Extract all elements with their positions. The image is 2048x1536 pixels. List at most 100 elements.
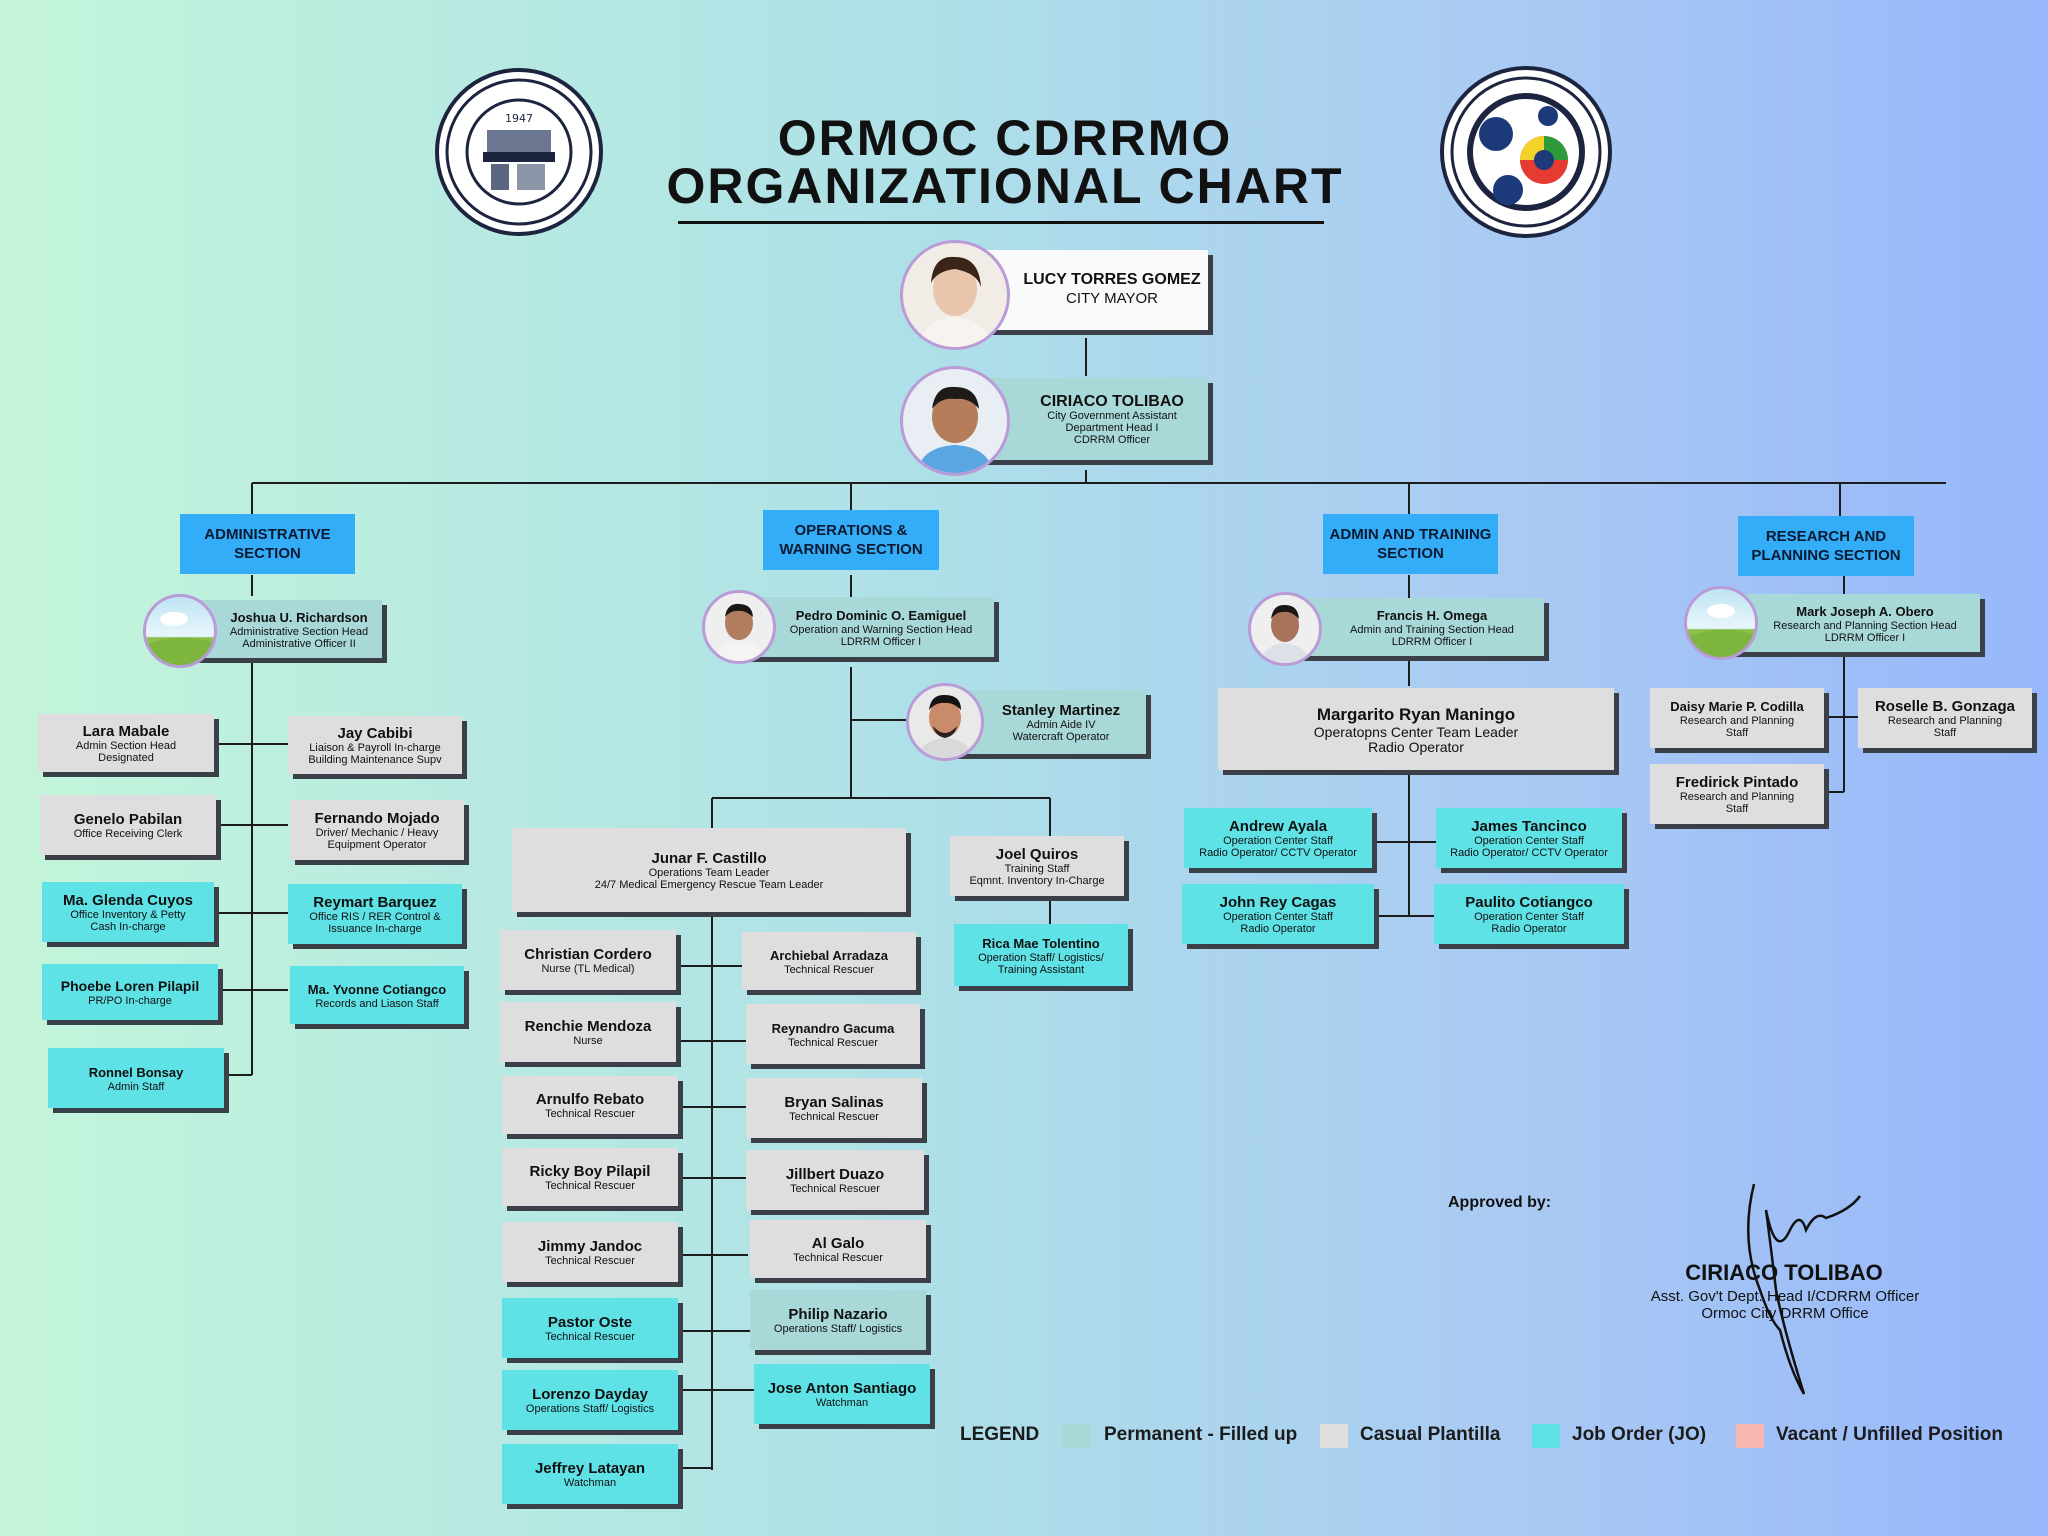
admin-head-role-2: Administrative Officer II: [242, 637, 356, 650]
legend-swatch-casual: [1320, 1424, 1348, 1448]
staff-name: Jeffrey Latayan: [534, 1459, 646, 1477]
staff-al-galo: Al Galo Technical Rescuer: [750, 1220, 926, 1278]
legend-vacant-label: Vacant / Unfilled Position: [1776, 1424, 2003, 1445]
staff-name: Fredirick Pintado: [1675, 773, 1799, 791]
staff-name: Genelo Pabilan: [73, 810, 183, 828]
staff-role: Staff: [1933, 726, 1957, 739]
title-line-1: ORMOC CDRRMO: [777, 110, 1233, 166]
portrait-icon: [917, 386, 993, 473]
staff-name: Reymart Barquez: [313, 893, 437, 911]
ops-head-name: Pedro Dominic O. Eamiguel: [795, 607, 967, 623]
staff-role: Office Receiving Clerk: [73, 827, 183, 840]
cdrrm-officer-role-2: Department Head I: [1065, 421, 1159, 434]
staff-name: Daisy Marie P. Codilla: [1670, 698, 1804, 714]
stanley-role-1: Admin Aide IV: [1026, 718, 1096, 731]
ops-head-role-1: Operation and Warning Section Head: [789, 623, 973, 636]
staff-jimmy-jandoc: Jimmy Jandoc Technical Rescuer: [502, 1222, 678, 1282]
staff-role: Technical Rescuer: [545, 1107, 635, 1120]
staff-role: Technical Rescuer: [545, 1254, 635, 1267]
svg-text:1947: 1947: [505, 112, 533, 125]
section-research-planning: RESEARCH AND PLANNING SECTION: [1738, 516, 1914, 576]
staff-name: James Tancinco: [1471, 817, 1587, 835]
stanley-role-2: Watercraft Operator: [1012, 730, 1110, 743]
staff-role: Watchman: [563, 1476, 617, 1489]
portrait-icon: [713, 603, 765, 661]
staff-name: Ma. Yvonne Cotiangco: [307, 981, 447, 997]
legend-casual-label: Casual Plantilla: [1360, 1424, 1501, 1445]
staff-jeffrey-latayan: Jeffrey Latayan Watchman: [502, 1444, 678, 1504]
staff-role: Technical Rescuer: [784, 963, 874, 976]
staff-role: Operations Staff/ Logistics: [773, 1322, 903, 1335]
staff-role: Admin Section Head: [75, 739, 177, 752]
staff-philip-nazario: Philip Nazario Operations Staff/ Logisti…: [750, 1290, 926, 1350]
staff-role: Staff: [1725, 726, 1749, 739]
staff-junar-castillo: Junar F. Castillo Operations Team Leader…: [512, 828, 906, 912]
staff-name: Bryan Salinas: [784, 1093, 884, 1111]
staff-name: Rica Mae Tolentino: [982, 935, 1100, 951]
staff-role: Office RIS / RER Control &: [309, 910, 441, 923]
ops-head-photo: [702, 590, 776, 664]
staff-name: Reynandro Gacuma: [771, 1020, 895, 1036]
staff-name: Ricky Boy Pilapil: [529, 1162, 651, 1180]
portrait-icon: [919, 256, 991, 347]
staff-name: Jimmy Jandoc: [537, 1237, 643, 1255]
title-underline: [678, 221, 1324, 224]
cdrrm-officer-role-1: City Government Assistant: [1047, 409, 1177, 422]
staff-role: Technical Rescuer: [790, 1182, 880, 1195]
staff-glenda-cuyos: Ma. Glenda Cuyos Office Inventory & Pett…: [42, 882, 214, 942]
staff-role: Office Inventory & Petty: [70, 908, 186, 921]
staff-roselle-gonzaga: Roselle B. Gonzaga Research and Planning…: [1858, 688, 2032, 748]
staff-fernando-mojado: Fernando Mojado Driver/ Mechanic / Heavy…: [290, 800, 464, 860]
staff-joel-quiros: Joel Quiros Training Staff Eqmnt. Invent…: [950, 836, 1124, 896]
staff-jay-cabibi: Jay Cabibi Liaison & Payroll In-charge B…: [288, 716, 462, 774]
staff-role: Building Maintenance Supv: [308, 753, 442, 766]
staff-name: Roselle B. Gonzaga: [1874, 697, 2016, 715]
research-head-photo: [1684, 586, 1758, 660]
cdrrmo-seal: [1440, 66, 1612, 238]
staff-paulito-cotiangco: Paulito Cotiangco Operation Center Staff…: [1434, 884, 1624, 944]
staff-role: Operation Center Staff: [1223, 834, 1333, 847]
placeholder-landscape-icon: [1687, 604, 1755, 657]
staff-role: Staff: [1725, 802, 1749, 815]
staff-role: Radio Operator/ CCTV Operator: [1199, 846, 1357, 859]
staff-lorenzo-dayday: Lorenzo Dayday Operations Staff/ Logisti…: [502, 1370, 678, 1430]
section-administrative: ADMINISTRATIVE SECTION: [180, 514, 355, 574]
staff-role: Designated: [98, 751, 154, 764]
research-head-role-1: Research and Planning Section Head: [1773, 619, 1957, 632]
staff-name: Fernando Mojado: [314, 809, 440, 827]
staff-lara-mabale: Lara Mabale Admin Section Head Designate…: [38, 714, 214, 772]
training-head-role-1: Admin and Training Section Head: [1350, 623, 1514, 636]
staff-jose-santiago: Jose Anton Santiago Watchman: [754, 1364, 930, 1424]
staff-name: Jay Cabibi: [337, 724, 413, 742]
section-admin-training: ADMIN AND TRAINING SECTION: [1323, 514, 1498, 574]
training-head-role-2: LDRRM Officer I: [1391, 635, 1473, 648]
city-seal: 1947: [435, 68, 603, 236]
mayor-photo: [900, 240, 1010, 350]
staff-renchie-mendoza: Renchie Mendoza Nurse: [500, 1002, 676, 1062]
staff-role: Training Assistant: [997, 963, 1085, 976]
staff-bryan-salinas: Bryan Salinas Technical Rescuer: [746, 1078, 922, 1138]
cdrrm-officer-role-3: CDRRM Officer: [1073, 433, 1151, 446]
admin-head-role-1: Administrative Section Head: [229, 625, 369, 638]
staff-role: Technical Rescuer: [793, 1251, 883, 1264]
staff-ronnel-bonsay: Ronnel Bonsay Admin Staff: [48, 1048, 224, 1108]
stanley-photo: [906, 683, 984, 761]
staff-role: Operation Center Staff: [1474, 834, 1584, 847]
ops-head-role-2: LDRRM Officer I: [840, 635, 922, 648]
staff-role: Radio Operator: [1240, 922, 1316, 935]
approver-title-2: Ormoc City DRRM Office: [1701, 1305, 1869, 1322]
staff-role: Issuance In-charge: [328, 922, 422, 935]
cdrrmo-seal-icon: [1450, 76, 1602, 228]
staff-role: PR/PO In-charge: [88, 994, 172, 1007]
approver-title-1: Asst. Gov't Dept. Head I/CDRRM Officer: [1650, 1288, 1920, 1305]
title-line-2: ORGANIZATIONAL CHART: [666, 158, 1344, 214]
staff-role: Watchman: [815, 1396, 869, 1409]
staff-role: Equipment Operator: [327, 838, 427, 851]
staff-role: Operation Center Staff: [1474, 910, 1584, 923]
legend-permanent-label: Permanent - Filled up: [1104, 1424, 1298, 1445]
staff-pastor-oste: Pastor Oste Technical Rescuer: [502, 1298, 678, 1358]
cdrrm-officer-name: CIRIACO TOLIBAO: [1040, 392, 1184, 410]
staff-name: Jillbert Duazo: [785, 1165, 885, 1183]
approver-name: CIRIACO TOLIBAO: [1685, 1260, 1883, 1285]
